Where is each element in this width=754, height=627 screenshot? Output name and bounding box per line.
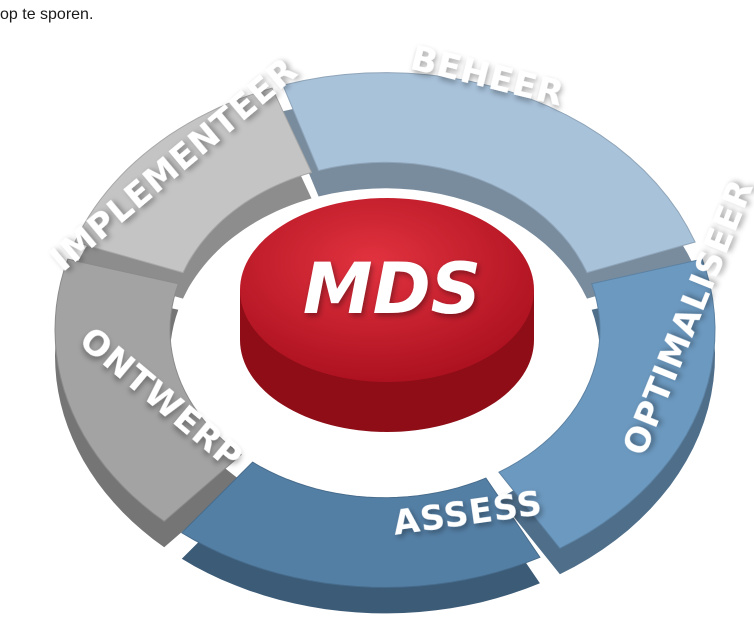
center-hub: MDS: [240, 198, 534, 432]
hub-label: MDS: [303, 248, 481, 330]
ring-segment-optimaliseer: [498, 258, 716, 549]
ring-segment-ontwerp: [54, 258, 242, 522]
hub-top: [240, 198, 534, 382]
caption-text: op te sporen.: [0, 6, 94, 23]
ring-segment-implementeer: [74, 87, 313, 274]
ring-segment-beheer: [282, 72, 696, 274]
ring-segments: [54, 72, 716, 588]
ring-segment-assess: [180, 461, 541, 588]
